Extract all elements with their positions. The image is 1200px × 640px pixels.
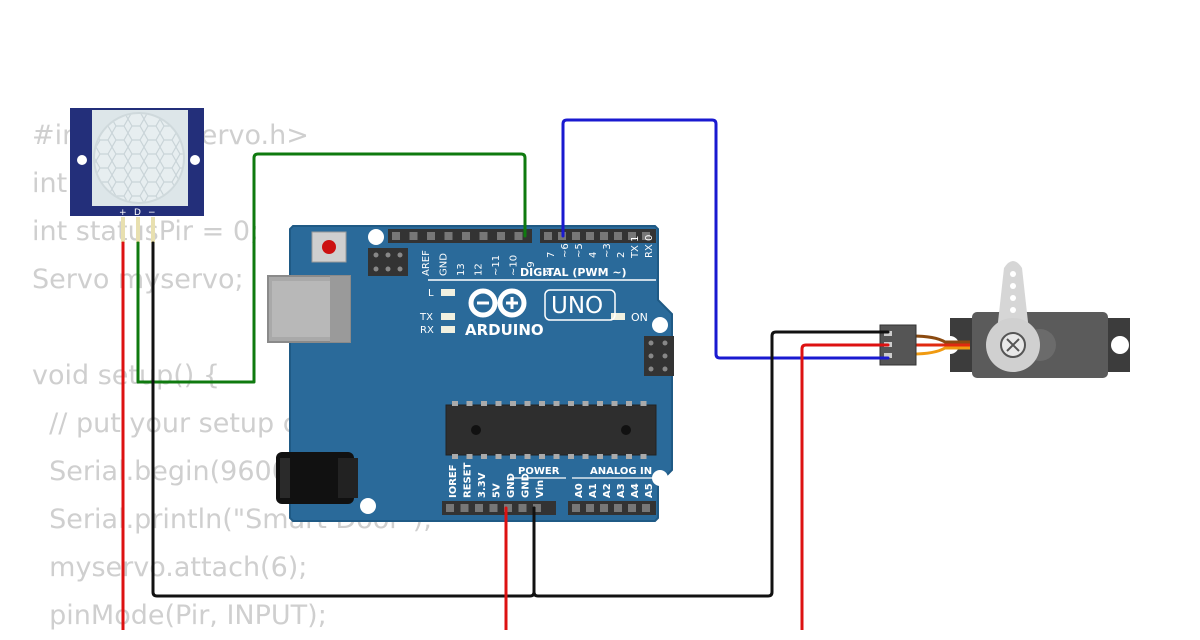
pin-label: 5V — [492, 483, 503, 498]
pin-label: ~11 — [491, 255, 502, 276]
pir-pin-gnd: − — [148, 208, 156, 218]
uno-model: UNO — [551, 293, 603, 319]
pin-label: AREF — [421, 250, 432, 276]
analog-header-label: ANALOG IN — [590, 466, 652, 477]
usb-connector[interactable] — [267, 275, 351, 343]
pin-label: 4 — [588, 252, 599, 258]
pin-label: GND — [439, 253, 450, 276]
led-indicators: L TX RX ON — [419, 288, 648, 336]
pin-label: GND — [506, 473, 517, 498]
rx-led-label: RX — [420, 325, 434, 336]
wires — [121, 118, 890, 630]
pin-label: 8 — [544, 270, 555, 276]
code-line: int statusPir = 0; — [32, 216, 260, 247]
pin-label: 7 — [546, 252, 557, 258]
mounting-hole — [77, 155, 87, 165]
pin-label: ~6 — [560, 243, 571, 258]
wire-servo-signal[interactable] — [561, 118, 890, 360]
pin-label: ~3 — [602, 243, 613, 258]
pin-label: RESET — [463, 462, 474, 498]
icsp2-header — [644, 336, 674, 376]
pin-label: A5 — [644, 483, 655, 498]
pin-label: ~9 — [526, 261, 537, 276]
pin-label: Vin — [535, 480, 546, 498]
digital-header — [388, 229, 656, 243]
servo-motor[interactable] — [941, 261, 1130, 378]
on-led-label: ON — [631, 311, 648, 324]
pir-sensor[interactable]: + D − — [70, 108, 204, 243]
pir-leg — [151, 217, 155, 243]
pin-label: A3 — [616, 483, 627, 498]
mounting-hole — [360, 498, 376, 514]
pir-leg — [136, 217, 140, 243]
code-line: Serial.begin(9600); — [32, 456, 309, 487]
pin-label: ~5 — [574, 243, 585, 258]
pir-pin-data: D — [134, 208, 141, 218]
pin-label: 3.3V — [477, 472, 488, 498]
pir-pin-vcc: + — [119, 208, 127, 218]
pin-label: 2 — [616, 252, 627, 258]
pin-label: GND — [521, 473, 532, 498]
pin-label: 13 — [456, 263, 467, 276]
pin-label: ~10 — [509, 255, 520, 276]
l-led-label: L — [428, 288, 434, 299]
pin-label: 12 — [474, 263, 485, 276]
mounting-hole — [190, 155, 200, 165]
mounting-hole — [652, 470, 668, 486]
pir-leg — [121, 217, 125, 243]
pin-label: A4 — [630, 483, 641, 498]
tx-led-label: TX — [419, 312, 433, 323]
pin-label: A0 — [574, 483, 585, 498]
power-header-label: POWER — [518, 466, 560, 477]
pin-label: RX 0 — [644, 235, 655, 258]
dc-power-jack[interactable] — [276, 452, 358, 504]
arduino-logo: ARDUINO UNO — [465, 288, 616, 339]
servo-mount-hole — [1111, 336, 1129, 354]
icsp-header — [368, 248, 408, 276]
reset-button[interactable] — [311, 231, 347, 263]
pin-label: A2 — [602, 483, 613, 498]
code-line: pinMode(Pir, INPUT); — [32, 600, 327, 631]
digital-header-label: DIGITAL (PWM ~) — [520, 266, 627, 279]
pin-label: A1 — [588, 483, 599, 498]
wire-servo-ground[interactable] — [532, 330, 890, 598]
atmega-chip — [445, 401, 657, 459]
power-analog-header — [442, 501, 656, 515]
servo-screw-cross — [1006, 338, 1020, 352]
mounting-hole — [652, 317, 668, 333]
code-line: myservo.attach(6); — [32, 552, 308, 583]
wire-pir-signal[interactable] — [136, 152, 527, 384]
wire-servo-power[interactable] — [800, 343, 890, 630]
pir-fresnel-lens — [95, 114, 183, 202]
pin-label: IOREF — [448, 464, 459, 498]
pin-label: TX 1 — [630, 236, 641, 260]
mounting-hole — [368, 229, 384, 245]
arduino-brand: ARDUINO — [465, 321, 544, 339]
